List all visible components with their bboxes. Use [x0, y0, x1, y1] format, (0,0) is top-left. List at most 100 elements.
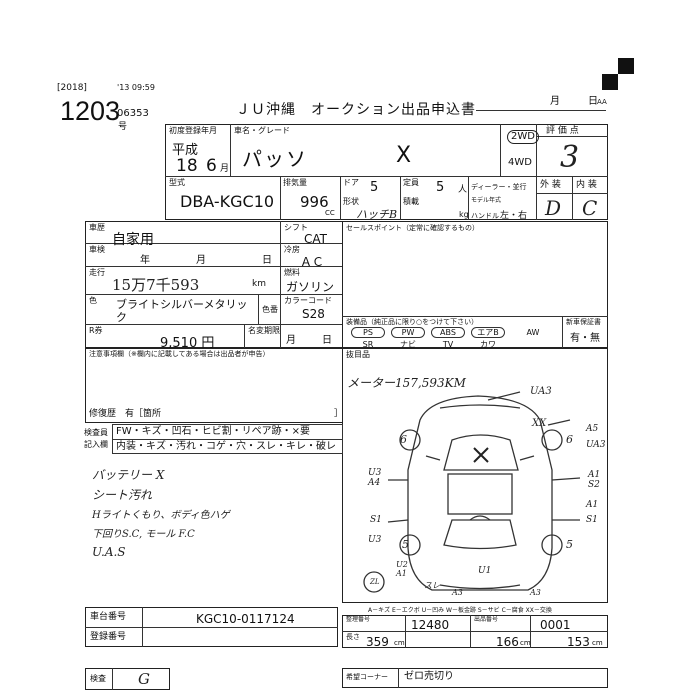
corner-label: 希望コーナー [346, 673, 388, 681]
checks-outer: FW・キズ・凹石・ヒビ割・リペア跡・×要 [116, 426, 311, 437]
repair-history-close: ］ [334, 409, 344, 419]
equip-abs: ABS [431, 327, 465, 338]
repair-history-label: 修復歴 有［箇所 [89, 409, 162, 419]
model: DBA-KGC10 [180, 192, 275, 211]
era: 平成 [172, 143, 199, 158]
handle: 左・右 [500, 211, 528, 221]
lot-sub: 06353 [117, 108, 149, 119]
day-suffix: AA [597, 98, 607, 106]
sizes-label: 長さ [346, 633, 360, 641]
displacement-label: 排気量 [283, 178, 307, 187]
rating: 3 [560, 140, 580, 175]
length-unit: cm [394, 639, 405, 647]
color-code-label: カラーコード [284, 296, 332, 305]
inspection-label: 車検 [89, 245, 105, 254]
equip-aw: AW [526, 328, 540, 337]
recycle-label: R券 [89, 326, 103, 335]
month-label: 月 [550, 96, 560, 107]
equip-pw: PW [391, 327, 425, 338]
rating-label: 評 価 点 [546, 126, 579, 136]
equip-sr: SR [362, 340, 374, 349]
inspector-label: 検査 [90, 674, 106, 683]
handle-label: ハンドル [471, 212, 499, 220]
note-line-1: バッテリー X [92, 468, 165, 482]
mark-scuff: スレ [424, 581, 440, 590]
notes-sub: 注意事項欄（※欄内に記載してある場合は出品者が申告） [89, 350, 270, 358]
corner-mark [602, 74, 618, 90]
corner-mark [618, 58, 634, 74]
checks-inner-label: 記入欄 [84, 440, 108, 449]
capacity-label: 定員 [403, 178, 419, 187]
reg-year: 18 [176, 156, 198, 176]
car-name: パッソ [242, 147, 308, 171]
reg-month: 6 [206, 156, 217, 176]
height-unit: cm [592, 639, 603, 647]
mark-a5: A5 [586, 424, 599, 434]
damage-legend: A－キズ E－エクボ U－凹み W－板金跡 S－サビ C－腐食 XX－交換 [368, 607, 552, 614]
mark-5-left: 5 [402, 538, 409, 551]
dealer-label: ディーラー・並行 [471, 183, 527, 191]
stamp-date: '13 09:59 [117, 83, 155, 92]
shape-label: 形状 [343, 197, 359, 206]
fuel-label: 燃料 [284, 268, 300, 277]
km-unit: km [252, 279, 266, 289]
note-line-5: U.A.S [92, 545, 126, 559]
sales-point-label: セールスポイント（定常に確認するもの） [346, 224, 479, 232]
capacity: 5 [436, 180, 445, 195]
load-label: 積載 [403, 197, 419, 206]
equip-leather: カワ [480, 340, 496, 349]
sales-point-table [342, 221, 608, 348]
plate-label: 登録番号 [90, 632, 127, 642]
shift: CAT [304, 232, 327, 246]
note-line-2: シート汚れ [92, 488, 153, 502]
ac: ＡＣ [300, 255, 325, 269]
drive-2wd: 2WD [507, 130, 539, 144]
mark-u1: U1 [478, 566, 492, 576]
corner-box [342, 668, 608, 688]
width-unit: cm [520, 639, 531, 647]
grade: X [396, 143, 412, 168]
mark-a3-2: A3 [530, 588, 541, 597]
cc-unit: CC [325, 209, 335, 217]
use: 自家用 [112, 232, 154, 248]
serial-label: 整理番号 [346, 616, 371, 623]
color-no-label: 色番 [262, 305, 278, 314]
form-title: ＪＵ沖縄 オークション出品申込書 [236, 102, 476, 118]
checks-outer-label: 検査員 [84, 428, 108, 437]
serial: 12480 [411, 618, 450, 632]
extra-label: 抜目品 [346, 350, 370, 359]
code: 0001 [540, 618, 571, 632]
inspector-box [85, 668, 170, 690]
name-change-label: 名変期限 [248, 326, 280, 335]
equip-tv: TV [442, 340, 454, 349]
mark-5-right: 5 [566, 538, 573, 551]
mark-u3: U3 [368, 535, 382, 545]
equip-airbag: エアB [471, 327, 505, 338]
equipment-label: 装備品（純正品に限り○をつけて下さい） [346, 318, 479, 326]
new-car-warranty-label: 新車保証書 [566, 318, 601, 326]
code-label: 出品番号 [474, 616, 499, 623]
kg-unit: kg [459, 210, 469, 219]
extras-table [342, 348, 608, 603]
shift-label: シフト [284, 223, 308, 232]
new-car-warranty: 有・無 [570, 333, 600, 344]
displacement: 996 [300, 193, 329, 211]
mileage: 15万7千593 [112, 276, 200, 294]
chassis-label: 車台番号 [90, 612, 127, 622]
equip-navi: ナビ [400, 340, 416, 349]
exterior-grade: D [545, 196, 562, 220]
note-line-3: Hライトくもり、ボディ色ハゲ [92, 510, 230, 521]
doors-label: ドア [343, 178, 359, 187]
use-label: 車歴 [89, 223, 105, 232]
mark-6-left: 6 [400, 433, 407, 446]
year-tag: [2018] [57, 83, 87, 93]
mark-xx: XX [532, 418, 547, 429]
month-unit: 月 [220, 164, 230, 174]
mark-ua3-right: UA3 [586, 440, 606, 450]
person-unit: 人 [458, 185, 468, 195]
mileage-note: メーター157,593KM [347, 376, 466, 390]
color: ブライトシルバーメタリック [116, 298, 248, 324]
checks-inner: 内装・キズ・汚れ・コゲ・穴・スレ・キレ・破レ [116, 441, 336, 452]
mark-a3-1: A3 [452, 588, 463, 597]
